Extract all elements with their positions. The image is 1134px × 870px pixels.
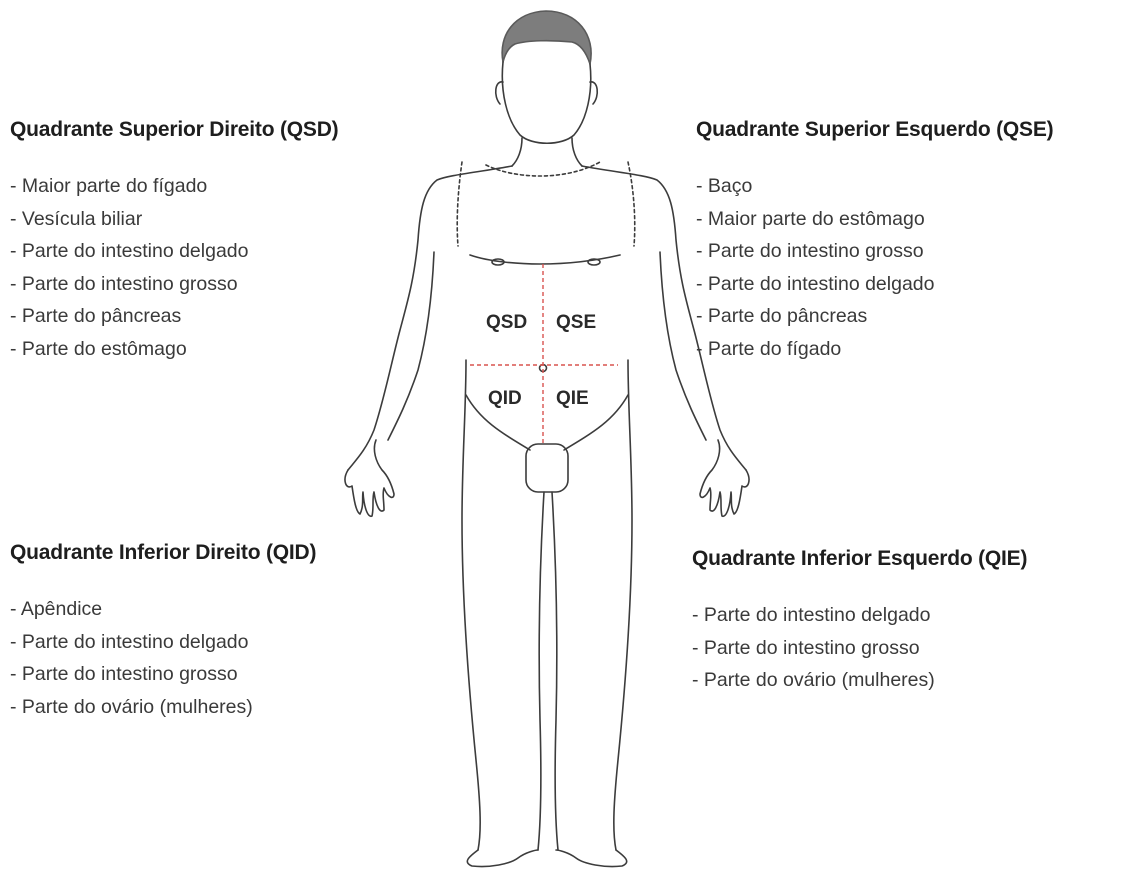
list-item: - Parte do intestino delgado [692,599,1027,632]
qse-title: Quadrante Superior Esquerdo (QSE) [696,118,1053,142]
list-item: - Parte do pâncreas [696,300,1053,333]
groin-shape [526,444,568,492]
list-item: - Parte do pâncreas [10,300,338,333]
qid-organ-list: - Apêndice - Parte do intestino delgado … [10,593,316,723]
list-item: - Baço [696,170,1053,203]
qsd-title: Quadrante Superior Direito (QSD) [10,118,338,142]
label-qid: QID [488,388,522,409]
label-qse: QSE [556,312,596,333]
list-item: - Parte do intestino delgado [10,626,316,659]
qid-title: Quadrante Inferior Direito (QID) [10,541,316,565]
list-item: - Parte do fígado [696,333,1053,366]
qse-organ-list: - Baço - Maior parte do estômago - Parte… [696,170,1053,365]
list-item: - Parte do ovário (mulheres) [10,691,316,724]
qsd-block: Quadrante Superior Direito (QSD) - Maior… [10,118,338,365]
qie-organ-list: - Parte do intestino delgado - Parte do … [692,599,1027,697]
list-item: - Maior parte do estômago [696,203,1053,236]
list-item: - Vesícula biliar [10,203,338,236]
label-qsd: QSD [486,312,527,333]
list-item: - Parte do ovário (mulheres) [692,664,1027,697]
label-qie: QIE [556,388,589,409]
list-item: - Maior parte do fígado [10,170,338,203]
list-item: - Parte do intestino grosso [692,632,1027,665]
list-item: - Parte do intestino grosso [696,235,1053,268]
hair-shape [502,11,591,64]
list-item: - Parte do intestino delgado [696,268,1053,301]
head-outline [502,62,590,143]
list-item: - Parte do intestino grosso [10,658,316,691]
right-hand [700,440,749,516]
left-hand [345,440,394,516]
qsd-organ-list: - Maior parte do fígado - Vesícula bilia… [10,170,338,365]
list-item: - Parte do estômago [10,333,338,366]
list-item: - Parte do intestino delgado [10,235,338,268]
qie-block: Quadrante Inferior Esquerdo (QIE) - Part… [692,547,1027,697]
qid-block: Quadrante Inferior Direito (QID) - Apênd… [10,541,316,723]
qse-block: Quadrante Superior Esquerdo (QSE) - Baço… [696,118,1053,365]
list-item: - Apêndice [10,593,316,626]
list-item: - Parte do intestino grosso [10,268,338,301]
qie-title: Quadrante Inferior Esquerdo (QIE) [692,547,1027,571]
